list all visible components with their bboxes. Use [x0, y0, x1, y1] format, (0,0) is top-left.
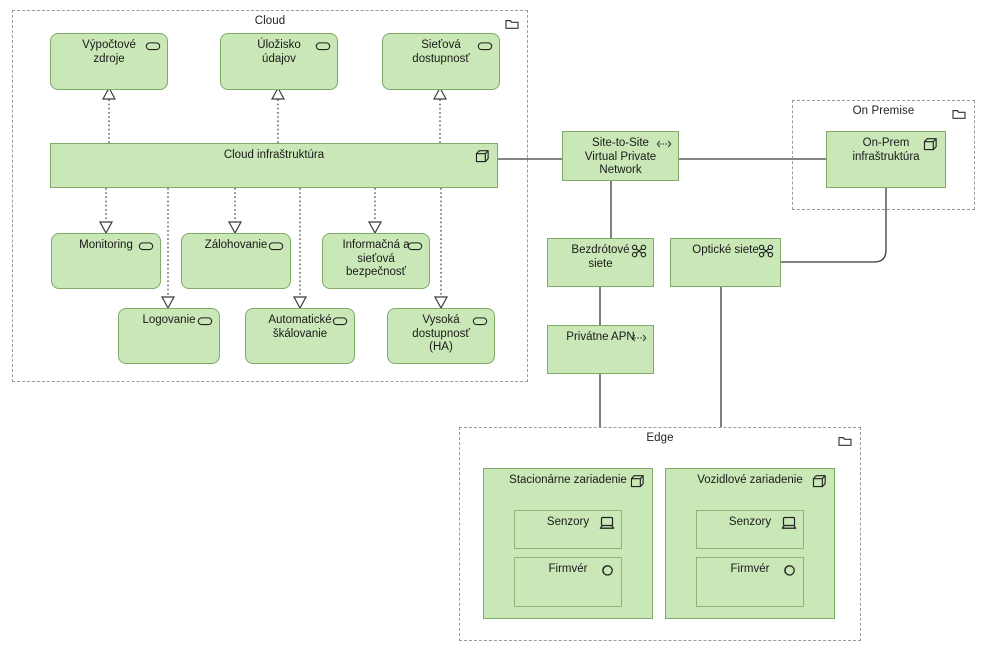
- system-software-icon: [784, 565, 795, 576]
- element-firmware-vehicle-label: Firmvér: [730, 563, 770, 575]
- network-icon: [758, 244, 774, 258]
- element-high-availability[interactable]: Vysoká dostupnosť (HA): [387, 308, 495, 364]
- service-icon: [197, 317, 213, 326]
- element-high-availability-label: Vysoká dostupnosť (HA): [412, 314, 470, 353]
- service-icon: [477, 42, 493, 51]
- element-sensors-stationary-label: Senzory: [546, 516, 590, 528]
- element-data-storage-label: Úložisko údajov: [257, 39, 301, 65]
- service-icon: [138, 242, 154, 251]
- service-icon: [268, 242, 284, 251]
- element-stationary-device-label: Stacionárne zariadenie: [509, 474, 627, 486]
- element-sensors-vehicle[interactable]: Senzory: [696, 510, 804, 549]
- element-cloud-infrastructure-label: Cloud infraštruktúra: [223, 149, 325, 161]
- folder-icon: [505, 20, 519, 29]
- element-autoscaling[interactable]: Automatické škálovanie: [245, 308, 355, 364]
- node-icon: [630, 475, 644, 488]
- element-vehicle-device-label: Vozidlové zariadenie: [697, 474, 803, 486]
- node-icon: [812, 475, 826, 488]
- element-onprem-infrastructure-label: On-Prem infraštruktúra: [852, 137, 920, 163]
- element-sensors-stationary[interactable]: Senzory: [514, 510, 622, 549]
- element-autoscaling-label: Automatické škálovanie: [268, 314, 332, 340]
- element-firmware-stationary-label: Firmvér: [548, 563, 588, 575]
- element-logging-label: Logovanie: [142, 314, 196, 326]
- group-edge-label: Edge: [646, 432, 674, 444]
- element-backup[interactable]: Zálohovanie: [181, 233, 291, 289]
- device-icon: [599, 516, 615, 529]
- element-optical-networks[interactable]: Optické siete: [670, 238, 781, 287]
- folder-icon: [952, 110, 966, 119]
- service-icon: [332, 317, 348, 326]
- element-network-availability[interactable]: Sieťová dostupnosť: [382, 33, 500, 90]
- network-icon: [631, 244, 647, 258]
- folder-icon: [838, 437, 852, 446]
- element-wireless-networks[interactable]: Bezdrótové siete: [547, 238, 654, 287]
- element-firmware-stationary[interactable]: Firmvér: [514, 557, 622, 607]
- element-site-to-site-vpn[interactable]: Site-to-Site Virtual Private Network: [562, 131, 679, 181]
- service-icon: [315, 42, 331, 51]
- group-on-premise-label: On Premise: [852, 105, 915, 117]
- element-onprem-infrastructure[interactable]: On-Prem infraštruktúra: [826, 131, 946, 188]
- node-icon: [475, 150, 489, 163]
- element-sensors-vehicle-label: Senzory: [728, 516, 772, 528]
- service-icon: [407, 242, 423, 251]
- service-icon: [472, 317, 488, 326]
- element-information-network-security-label: Informačná a sieťová bezpečnosť: [342, 239, 410, 278]
- element-site-to-site-vpn-label: Site-to-Site Virtual Private Network: [584, 137, 657, 176]
- node-icon: [923, 138, 937, 151]
- service-icon: [145, 42, 161, 51]
- element-firmware-vehicle[interactable]: Firmvér: [696, 557, 804, 607]
- element-optical-networks-label: Optické siete: [692, 244, 759, 256]
- element-network-availability-label: Sieťová dostupnosť: [412, 39, 470, 65]
- element-private-apn-label: Privátne APN: [566, 331, 635, 343]
- path-icon: [656, 140, 672, 148]
- element-private-apn[interactable]: Privátne APN: [547, 325, 654, 374]
- element-monitoring[interactable]: Monitoring: [51, 233, 161, 289]
- element-monitoring-label: Monitoring: [79, 239, 133, 251]
- element-backup-label: Zálohovanie: [204, 239, 268, 251]
- element-compute-resources[interactable]: Výpočtové zdroje: [50, 33, 168, 90]
- element-logging[interactable]: Logovanie: [118, 308, 220, 364]
- group-cloud-label: Cloud: [254, 15, 286, 27]
- element-cloud-infrastructure[interactable]: Cloud infraštruktúra: [50, 143, 498, 188]
- device-icon: [781, 516, 797, 529]
- path-icon: [631, 334, 647, 342]
- system-software-icon: [602, 565, 613, 576]
- element-wireless-networks-label: Bezdrótové siete: [571, 244, 630, 270]
- element-information-network-security[interactable]: Informačná a sieťová bezpečnosť: [322, 233, 430, 289]
- element-data-storage[interactable]: Úložisko údajov: [220, 33, 338, 90]
- element-compute-resources-label: Výpočtové zdroje: [82, 39, 136, 65]
